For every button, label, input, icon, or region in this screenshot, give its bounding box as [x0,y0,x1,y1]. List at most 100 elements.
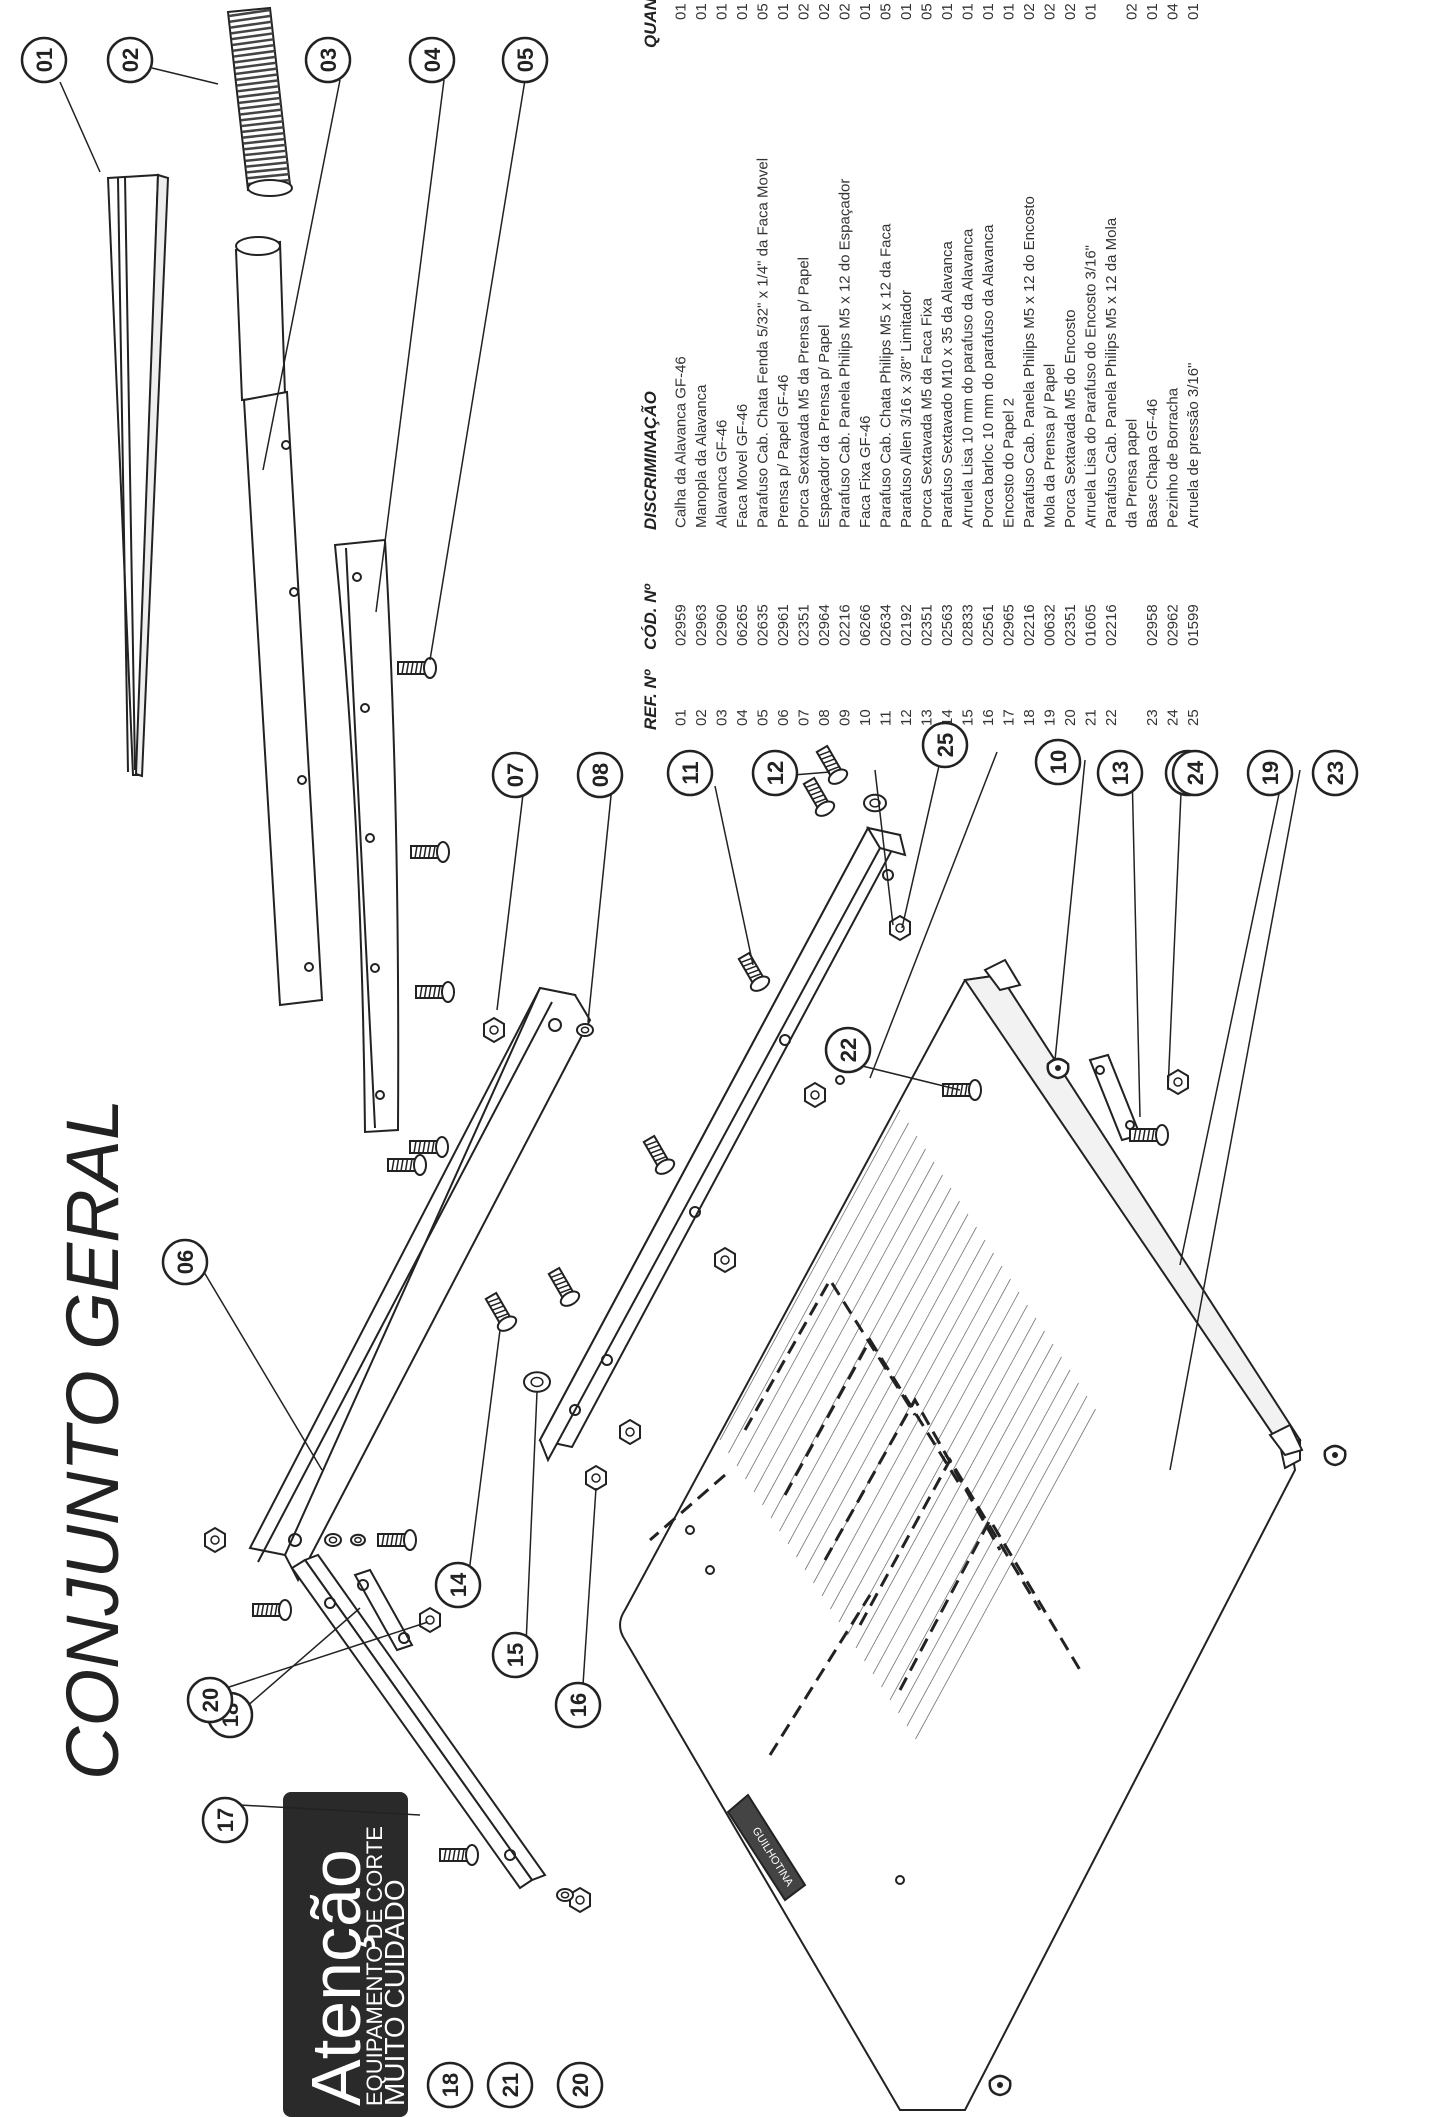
screw-05 [415,981,455,1003]
warning-line-1: EQUIPAMENTO DE CORTE [362,1826,387,2106]
table-cell-ref: 24 [1165,709,1182,726]
bolt-14 [484,1291,518,1332]
part-paper-press [248,986,592,1583]
table-cell-description: Faca Movel GF-46 [734,404,751,528]
table-cell-ref: 06 [775,709,792,726]
table-header-description: DISCRIMINAÇÃO [640,391,660,530]
table-cell-code: 02962 [1165,604,1182,646]
rubber-foot-24 [1323,1444,1347,1467]
washer-21 [556,1888,574,1902]
table-cell-code: 02634 [878,604,895,646]
screw-05 [410,841,450,863]
callout-label: 05 [513,48,538,72]
screw-05 [387,1154,427,1176]
part-spring-bracket [353,1053,1142,1652]
warning-box: Atenção EQUIPAMENTO DE CORTE MUITO CUIDA… [283,1792,410,2117]
callout-14: 14 [434,1561,482,1609]
spacer-press [350,1533,366,1547]
table-cell-description: Porca barloc 10 mm do parafuso da Alavan… [980,224,997,528]
callout-label: 15 [503,1643,528,1667]
callout-17: 17 [201,1796,249,1844]
table-cell-ref: 25 [1185,709,1202,726]
table-cell-qty: 01 [1083,3,1100,20]
part-channel [106,173,170,778]
table-cell-description: Parafuso Allen 3/16 x 3/8" Limitador [898,290,915,528]
table-cell-code: 02192 [898,604,915,646]
nut-spacer [1167,1068,1189,1096]
table-cell-qty: 01 [1185,3,1202,20]
warning-line-2: MUITO CUIDADO [379,1879,410,2106]
table-cell-qty: 02 [837,3,854,20]
table-cell-description: Faca Fixa GF-46 [857,415,874,528]
callout-04: 04 [408,36,456,84]
rubber-foot-24 [1046,1057,1070,1080]
callout-20: 20 [186,1676,234,1724]
callout-label: 18 [438,2073,463,2097]
table-cell-description: Arruela de pressão 3/16" [1185,363,1202,528]
table-cell-ref: 09 [837,709,854,726]
callout-label: 10 [1046,750,1071,774]
table-cell-ref: 17 [1001,709,1018,726]
table-cell-description: Arruela Lisa do Parafuso do Encosto 3/16… [1083,245,1100,528]
warning-heading: Atenção [297,1849,375,2106]
table-cell-qty: 01 [1001,3,1018,20]
screw-18 [252,1599,292,1621]
table-header-ref: REF. Nº [641,669,660,730]
callout-label: 04 [420,47,445,72]
screw-05 [397,657,437,679]
callout-label: 16 [566,1693,591,1717]
table-cell-qty: 01 [693,3,710,20]
table-cell-ref: 21 [1083,709,1100,726]
table-cell-code: 02958 [1144,604,1161,646]
table-cell-description: Alavanca GF-46 [714,420,731,528]
table-cell-ref: 15 [960,709,977,726]
table-cell-qty: 01 [898,3,915,20]
callout-label: 12 [763,761,788,785]
callout-label: 01 [32,48,57,72]
table-cell-ref: 23 [1144,709,1161,726]
screw-09 [1129,1124,1169,1146]
callout-label: 07 [503,763,528,787]
spacer-08 [576,1023,594,1037]
table-cell-qty: 05 [919,3,936,20]
table-cell-ref: 12 [898,709,915,726]
table-cell-qty: 05 [878,3,895,20]
table-cell-ref: 20 [1062,709,1079,726]
callout-20: 20 [556,2061,604,2109]
screw-12 [815,744,849,785]
table-cell-qty: 02 [1021,3,1038,20]
table-cell-description: Pezinho de Borracha [1165,387,1182,528]
part-base-plate: GUILHOTINA FACAO [619,958,1304,2111]
table-cell-qty: 02 [816,3,833,20]
table-cell-description: Parafuso Cab. Panela Philips M5 x 12 do … [837,179,854,528]
table-cell-ref: 01 [673,709,690,726]
table-cell-qty: 01 [775,3,792,20]
callout-12: 12 [751,749,799,797]
table-cell-description: Encosto do Papel 2 [1001,398,1018,528]
callout-22: 22 [824,1026,872,1074]
screw-11 [642,1134,676,1175]
table-cell-ref: 04 [734,709,751,726]
table-cell-code: 02964 [816,604,833,646]
table-cell-description: Parafuso Cab. Panela Philips M5 x 12 da … [1103,217,1120,528]
callout-label: 02 [118,48,143,72]
table-cell-description: Parafuso Cab. Chata Fenda 5/32" x 1/4" d… [755,158,772,528]
table-cell-code: 02961 [775,604,792,646]
table-cell-description: Porca Sextavada M5 do Encosto [1062,310,1079,528]
nut-20 [204,1526,226,1554]
table-cell-qty: 01 [1144,3,1161,20]
part-paper-stop [290,1553,547,1890]
table-cell-qty: 02 [796,3,813,20]
callout-24: 24 [1171,749,1219,797]
table-cell-code: 02351 [1062,604,1079,646]
screw-18 [439,1844,479,1866]
table-cell-code: 02351 [919,604,936,646]
part-lever [234,236,324,1007]
table-cell-code: 02216 [1021,604,1038,646]
callout-16: 16 [554,1681,602,1729]
callout-label: 08 [588,763,613,787]
callout-label: 22 [836,1038,861,1062]
table-cell-qty: 01 [734,3,751,20]
part-fixed-knife [538,825,907,1463]
